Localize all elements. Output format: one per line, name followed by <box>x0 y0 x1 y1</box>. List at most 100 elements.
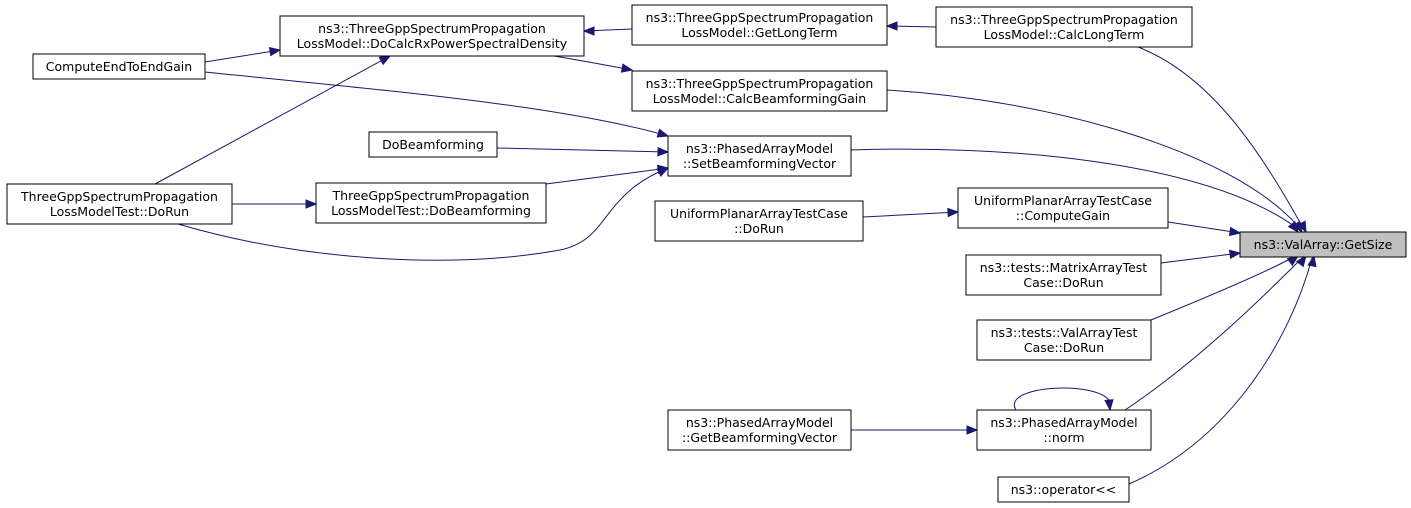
node-box[interactable] <box>667 409 852 451</box>
arrow-head-icon <box>378 55 392 66</box>
node-label-line: ThreeGppSpectrumPropagation <box>332 188 530 203</box>
node-label-line: ns3::ThreeGppSpectrumPropagation <box>950 12 1178 27</box>
node-box[interactable] <box>667 135 852 177</box>
edge-line <box>1128 257 1313 485</box>
node-label-line: ns3::operator<< <box>1011 482 1117 497</box>
node-label-line: ::SetBeamformingVector <box>683 156 837 171</box>
node-box[interactable] <box>1239 231 1407 258</box>
node-setbeam[interactable]: ns3::PhasedArrayModel::SetBeamformingVec… <box>667 135 852 177</box>
node-label-line: LossModel::CalcBeamformingGain <box>653 91 866 106</box>
edge-line <box>886 89 1299 227</box>
node-getsize[interactable]: ns3::ValArray::GetSize <box>1239 231 1407 258</box>
edge-computee2e-to-docalc <box>204 46 282 63</box>
edge-upadorun-to-upagain <box>862 207 960 218</box>
node-box[interactable] <box>315 182 547 224</box>
edge-line <box>850 148 1295 227</box>
edge-docalc-to-getsize <box>553 55 634 73</box>
node-label-line: ns3::ValArray::GetSize <box>1254 237 1393 252</box>
node-box[interactable] <box>976 409 1152 451</box>
edge-calclongterm-to-getlongterm <box>885 21 937 31</box>
node-label-line: ns3::ThreeGppSpectrumPropagation <box>646 76 874 91</box>
edge-line <box>862 211 959 218</box>
node-box[interactable] <box>32 53 206 80</box>
arrow-head-icon <box>1228 226 1242 237</box>
arrow-head-icon <box>1287 220 1299 234</box>
edge-norm-to-norm <box>1013 387 1114 412</box>
arrow-head-icon <box>1104 399 1114 412</box>
node-box[interactable] <box>957 187 1169 229</box>
node-label-line: ns3::PhasedArrayModel <box>686 415 833 430</box>
edge-line <box>154 55 391 185</box>
arrow-head-icon <box>656 167 670 177</box>
edge-testdorun-to-setbeam <box>177 167 670 261</box>
edge-matrixtest-to-getsize <box>1160 249 1242 264</box>
node-box[interactable] <box>6 183 233 225</box>
node-box[interactable] <box>935 6 1193 48</box>
edge-line <box>1167 221 1241 234</box>
arrow-head-icon <box>620 63 634 73</box>
node-box[interactable] <box>368 131 498 158</box>
edge-testdobeam-to-setbeam <box>545 164 670 185</box>
node-box[interactable] <box>976 319 1152 361</box>
node-box[interactable] <box>279 15 585 57</box>
node-label-line: LossModelTest::DoBeamforming <box>331 203 531 218</box>
edges-layer <box>154 21 1317 485</box>
node-calclongterm[interactable]: ns3::ThreeGppSpectrumPropagationLossMode… <box>935 6 1193 48</box>
nodes-layer: ns3::ValArray::GetSize ns3::ThreeGppSpect… <box>6 4 1407 503</box>
edge-line <box>496 147 669 153</box>
node-box[interactable] <box>997 476 1130 503</box>
node-label-line: UniformPlanarArrayTestCase <box>670 206 848 221</box>
node-label-line: UniformPlanarArrayTestCase <box>974 193 1152 208</box>
node-testdorun[interactable]: ThreeGppSpectrumPropagationLossModelTest… <box>6 183 233 225</box>
node-box[interactable] <box>654 200 864 242</box>
node-label-line: ns3::ThreeGppSpectrumPropagation <box>646 10 874 25</box>
node-getlongterm[interactable]: ns3::ThreeGppSpectrumPropagationLossMode… <box>631 4 888 46</box>
node-computee2e[interactable]: ComputeEndToEndGain <box>32 53 206 80</box>
node-box[interactable] <box>631 70 888 112</box>
node-label-line: ::norm <box>1043 430 1084 445</box>
node-label-line: ns3::tests::MatrixArrayTest <box>980 260 1147 275</box>
edge-upagain-to-getsize <box>1167 221 1242 237</box>
node-label-line: LossModel::DoCalcRxPowerSpectralDensity <box>297 36 568 51</box>
node-testdobeam[interactable]: ThreeGppSpectrumPropagationLossModelTest… <box>315 182 547 224</box>
arrow-head-icon <box>1307 254 1317 268</box>
edge-line <box>204 71 669 137</box>
arrow-head-icon <box>305 199 318 209</box>
node-dobeamforming[interactable]: DoBeamforming <box>368 131 498 158</box>
node-label-line: ::DoRun <box>734 221 784 236</box>
arrow-head-icon <box>268 46 282 57</box>
edge-line <box>204 49 281 63</box>
node-box[interactable] <box>965 254 1162 296</box>
node-label-line: ns3::ThreeGppSpectrumPropagation <box>318 21 546 36</box>
node-label-line: LossModel::CalcLongTerm <box>984 27 1145 42</box>
arrow-head-icon <box>1295 254 1307 268</box>
edge-line <box>177 167 669 261</box>
arrow-head-icon <box>657 147 670 157</box>
edge-line <box>1150 257 1293 321</box>
node-label-line: LossModel::GetLongTerm <box>681 25 837 40</box>
node-upadorun[interactable]: UniformPlanarArrayTestCase::DoRun <box>654 200 864 242</box>
node-docalc[interactable]: ns3::ThreeGppSpectrumPropagationLossMode… <box>279 15 585 57</box>
node-getbeam[interactable]: ns3::PhasedArrayModel::GetBeamformingVec… <box>667 409 852 451</box>
node-upagain[interactable]: UniformPlanarArrayTestCase::ComputeGain <box>957 187 1169 229</box>
edge-getlongterm-to-docalc <box>582 26 633 36</box>
node-label-line: LossModelTest::DoRun <box>50 204 189 219</box>
arrow-head-icon <box>966 425 979 435</box>
edge-dobeamforming-to-setbeam <box>496 147 670 157</box>
edge-line <box>1137 46 1303 227</box>
arrow-head-icon <box>885 21 898 31</box>
edge-setbeam-to-getsize <box>850 148 1299 234</box>
node-calcbeam[interactable]: ns3::ThreeGppSpectrumPropagationLossMode… <box>631 70 888 112</box>
node-label-line: Case::DoRun <box>1023 275 1103 290</box>
node-label-line: ComputeEndToEndGain <box>46 59 192 74</box>
node-box[interactable] <box>631 4 888 46</box>
node-norm[interactable]: ns3::PhasedArrayModel::norm <box>976 409 1152 451</box>
node-operator[interactable]: ns3::operator<< <box>997 476 1130 503</box>
node-label-line: ns3::PhasedArrayModel <box>686 141 833 156</box>
edge-line <box>545 167 669 185</box>
edge-line <box>1124 257 1303 411</box>
edge-operator-to-getsize <box>1128 254 1317 485</box>
